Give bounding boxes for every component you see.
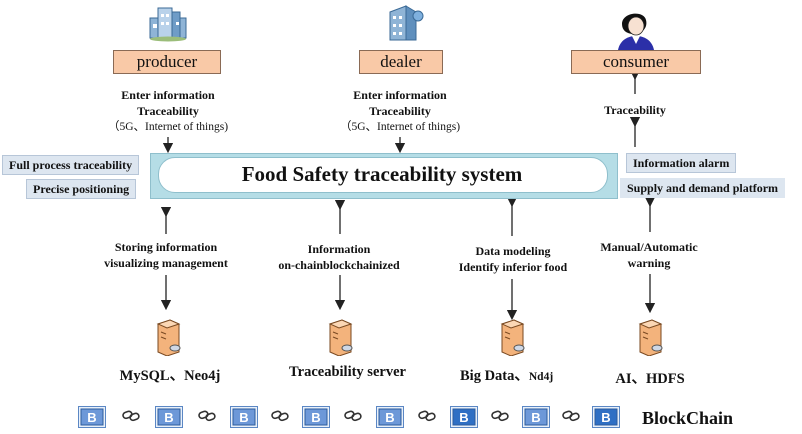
server-icon bbox=[638, 319, 663, 356]
block-icon: B bbox=[302, 406, 330, 428]
block-icon: B bbox=[376, 406, 404, 428]
block-letter: B bbox=[164, 410, 173, 425]
server-label-traceability: Traceability server bbox=[289, 364, 406, 380]
block-letter: B bbox=[87, 410, 96, 425]
note-line: Information bbox=[307, 242, 371, 256]
chain-link-icon bbox=[562, 410, 580, 422]
chain-link-icon bbox=[344, 410, 362, 422]
note-line: Data modeling bbox=[475, 244, 551, 258]
block-letter: B bbox=[601, 410, 610, 425]
consumer-notes: Traceability bbox=[585, 102, 685, 118]
server-label-bigdata: Big Data、Nd4j bbox=[460, 364, 580, 385]
system-title: Food Safety traceability system bbox=[241, 162, 523, 186]
system-pill bbox=[158, 157, 608, 193]
block-letter: B bbox=[531, 410, 540, 425]
note-line: Identify inferior food bbox=[458, 260, 568, 274]
note-line: visualizing management bbox=[104, 256, 228, 270]
chain-link-icon bbox=[418, 410, 436, 422]
server-icon bbox=[328, 319, 353, 356]
note-line: Manual/Automatic bbox=[600, 240, 698, 254]
bigdata-main: Big Data、 bbox=[460, 368, 529, 384]
block-icon: B bbox=[522, 406, 550, 428]
tag-full-process-traceability: Full process traceability bbox=[2, 155, 140, 175]
note-line: Traceability bbox=[137, 104, 199, 118]
person-icon bbox=[618, 13, 654, 50]
role-consumer: consumer bbox=[571, 50, 701, 74]
server-label-mysql-neo4j: MySQL、Neo4j bbox=[119, 368, 221, 384]
server-icon bbox=[156, 319, 181, 356]
block-icon: B bbox=[78, 406, 106, 428]
storage-notes: Storing information visualizing manageme… bbox=[86, 239, 246, 271]
factory-building-icon bbox=[149, 7, 187, 42]
producer-notes: Enter information Traceability （5G、Inter… bbox=[88, 87, 248, 135]
note-line: Enter information bbox=[353, 88, 447, 102]
block-icon: B bbox=[230, 406, 258, 428]
block-letter: B bbox=[385, 410, 394, 425]
tag-supply-demand-platform: Supply and demand platform bbox=[620, 178, 786, 198]
chain-link-icon bbox=[197, 410, 216, 422]
server-label-ai-hdfs: AI、HDFS bbox=[615, 371, 685, 387]
note-line: Traceability bbox=[604, 103, 666, 117]
tag-precise-positioning: Precise positioning bbox=[26, 179, 137, 199]
chain-link-icon bbox=[271, 410, 289, 422]
note-line: （5G、Internet of things) bbox=[107, 121, 229, 133]
block-letter: B bbox=[459, 410, 468, 425]
note-line: Traceability bbox=[369, 104, 431, 118]
warning-notes: Manual/Automatic warning bbox=[584, 239, 714, 271]
bigdata-notes: Data modeling Identify inferior food bbox=[436, 243, 590, 275]
block-icon: B bbox=[155, 406, 183, 428]
block-icon: B bbox=[592, 406, 620, 428]
role-dealer: dealer bbox=[359, 50, 443, 74]
bigdata-small: Nd4j bbox=[528, 371, 554, 383]
dealer-notes: Enter information Traceability （5G、Inter… bbox=[320, 87, 480, 135]
office-building-icon bbox=[389, 5, 424, 41]
blockchain-label: BlockChain bbox=[642, 408, 734, 428]
block-letter: B bbox=[239, 410, 248, 425]
note-line: Enter information bbox=[121, 88, 215, 102]
tag-information-alarm: Information alarm bbox=[626, 153, 737, 173]
note-line: warning bbox=[627, 256, 671, 270]
note-line: on-chainblockchainized bbox=[278, 258, 400, 272]
server-icon bbox=[500, 319, 525, 356]
block-icon: B bbox=[450, 406, 478, 428]
chain-notes: Information on-chainblockchainized bbox=[254, 241, 424, 273]
chain-link-icon bbox=[121, 410, 140, 422]
note-line: Storing information bbox=[114, 240, 218, 254]
chain-link-icon bbox=[491, 410, 509, 422]
block-letter: B bbox=[311, 410, 320, 425]
role-producer: producer bbox=[113, 50, 221, 74]
note-line: （5G、Internet of things) bbox=[339, 121, 461, 133]
